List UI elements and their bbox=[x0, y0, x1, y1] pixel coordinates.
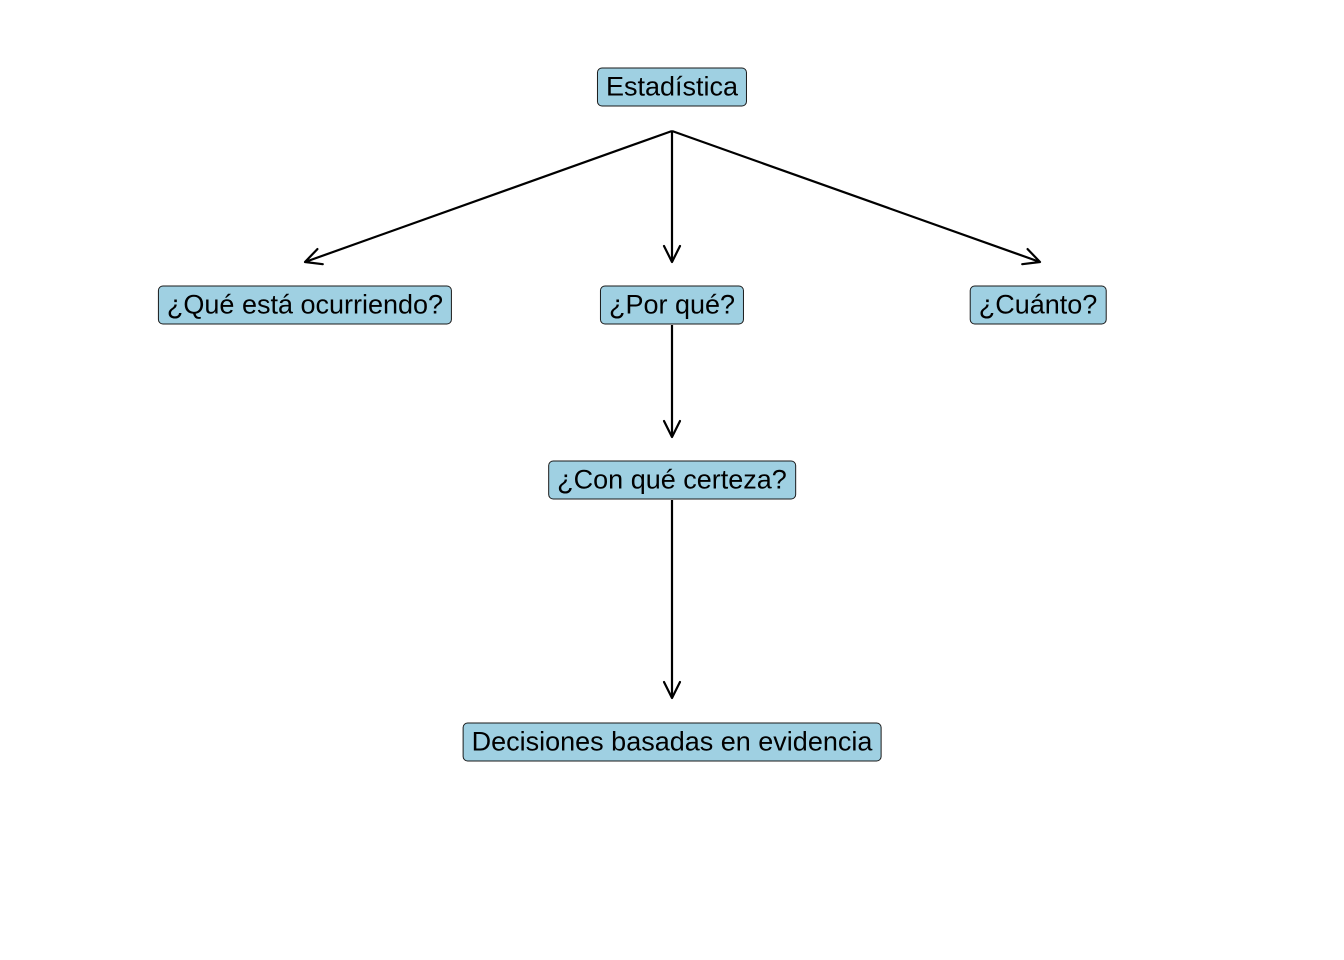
edge-root-to-what bbox=[303, 129, 673, 266]
node-que-esta-ocurriendo: ¿Qué está ocurriendo? bbox=[157, 285, 453, 325]
node-estadistica: Estadística bbox=[596, 67, 748, 107]
node-decisiones-basadas-en-evidencia: Decisiones basadas en evidencia bbox=[462, 722, 882, 762]
node-cuanto: ¿Cuánto? bbox=[969, 285, 1107, 325]
node-con-que-certeza: ¿Con qué certeza? bbox=[548, 460, 796, 500]
edge-root-to-howmuch bbox=[671, 129, 1042, 266]
node-por-que: ¿Por qué? bbox=[599, 285, 745, 325]
